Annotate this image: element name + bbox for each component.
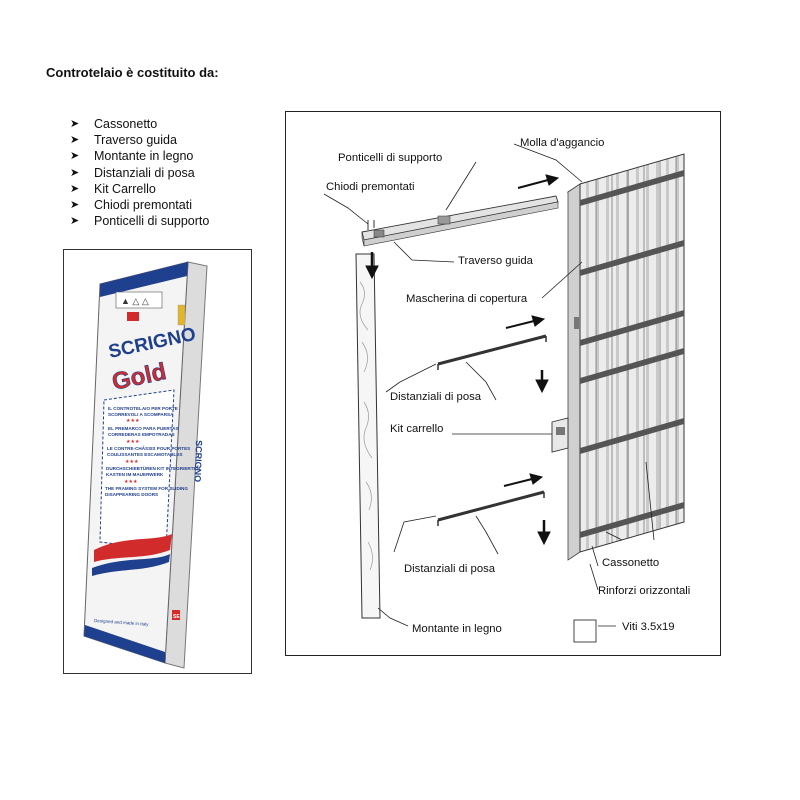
arrow-bullet-icon: ➤ (70, 215, 80, 228)
list-item-label: Kit Carrello (94, 181, 156, 196)
box-description-line: IL CONTROTELAIO PER PORTE (108, 406, 178, 411)
label-viti: Viti 3.5x19 (622, 621, 675, 633)
label-mascherina: Mascherina di copertura (406, 293, 528, 305)
svg-text:★★★: ★★★ (126, 418, 140, 424)
motion-arrows (365, 174, 560, 546)
product-photo-frame: ▲ △ △ SCRIGNO Gold SCRIGNO IL CONTROTELA… (63, 249, 252, 674)
svg-text:▲ △ △: ▲ △ △ (121, 296, 149, 306)
arrow-bullet-icon: ➤ (70, 134, 80, 147)
list-item: ➤ Montante in legno (70, 148, 209, 164)
list-item-label: Cassonetto (94, 117, 158, 131)
montante-in-legno (355, 253, 381, 619)
list-item-label: Chiodi premontati (94, 198, 192, 213)
label-ponticelli: Ponticelli di supporto (338, 152, 442, 164)
exploded-diagram-frame: Molla d'aggancio Ponticelli di supporto … (285, 111, 721, 656)
label-molla: Molla d'aggancio (520, 137, 604, 149)
box-description-line: COULISSANTES ESCAMOTABLES (107, 452, 182, 457)
label-cassonetto: Cassonetto (602, 557, 659, 569)
list-item-label: Distanziali di posa (94, 165, 195, 180)
list-item: ➤ Cassonetto (70, 116, 209, 132)
distanziali-di-posa-upper (437, 334, 547, 370)
label-rinforzi: Rinforzi orizzontali (598, 585, 690, 597)
kit-carrello (551, 417, 569, 453)
distanziali-di-posa-lower (437, 490, 545, 526)
box-description-line: EL PREMARCO PARA PUERTAS (108, 426, 179, 431)
box-description-line: KASTEN IM MAUERWERK (106, 472, 164, 477)
cassonetto-panel (566, 153, 685, 561)
label-distanziali-lower: Distanziali di posa (404, 563, 496, 575)
svg-text:★★★: ★★★ (126, 439, 140, 445)
list-item-label: Montante in legno (94, 149, 194, 164)
arrow-bullet-icon: ➤ (70, 182, 80, 195)
list-item: ➤ Kit Carrello (70, 181, 209, 197)
arrow-bullet-icon: ➤ (70, 118, 80, 130)
box-side-brand: SCRIGNO (193, 440, 204, 482)
box-badge: SE (173, 614, 180, 620)
exploded-diagram: Molla d'aggancio Ponticelli di supporto … (323, 137, 690, 643)
traverso-guida-beam (361, 195, 559, 247)
label-distanziali-upper: Distanziali di posa (390, 391, 482, 403)
box-description-line: DISAPPEARING DOORS (105, 492, 158, 497)
label-traverso: Traverso guida (458, 255, 534, 267)
box-description-line: DURCHSCHIEBTÜREN KIT INTEGRIERTEN (106, 465, 201, 471)
components-list: ➤ Cassonetto ➤ Traverso guida ➤ Montante in… (70, 116, 209, 229)
list-item-label: Ponticelli di supporto (94, 214, 210, 229)
leader-lines (323, 143, 655, 627)
arrow-bullet-icon: ➤ (70, 199, 80, 212)
box-description-line: SCORREVOLI A SCOMPARSA (108, 412, 174, 417)
viti-box (573, 619, 597, 643)
box-footer: Designed and made in Italy (94, 618, 149, 627)
box-description-line: CORREDERAS EMPOTRADAS (108, 432, 175, 437)
svg-text:★★★: ★★★ (124, 479, 138, 485)
product-box-illustration: ▲ △ △ SCRIGNO Gold SCRIGNO IL CONTROTELA… (83, 261, 208, 669)
arrow-bullet-icon: ➤ (70, 166, 80, 179)
list-item: ➤ Ponticelli di supporto (70, 213, 209, 229)
svg-text:★★★: ★★★ (125, 459, 139, 465)
list-item: ➤ Distanziali di posa (70, 165, 209, 181)
label-montante: Montante in legno (412, 623, 502, 635)
box-description-line: LE CONTRE-CHÂSSIS POUR PORTES (107, 445, 190, 451)
list-item-label: Traverso guida (94, 133, 177, 148)
box-description-line: THE FRAMING SYSTEM FOR SLIDING (105, 486, 188, 491)
page-title: Controtelaio è costituito da: (46, 65, 219, 80)
list-item: ➤ Chiodi premontati (70, 197, 209, 213)
label-chiodi: Chiodi premontati (326, 181, 415, 193)
list-item: ➤ Traverso guida (70, 132, 209, 148)
arrow-bullet-icon: ➤ (70, 150, 80, 163)
label-kit: Kit carrello (390, 423, 443, 435)
